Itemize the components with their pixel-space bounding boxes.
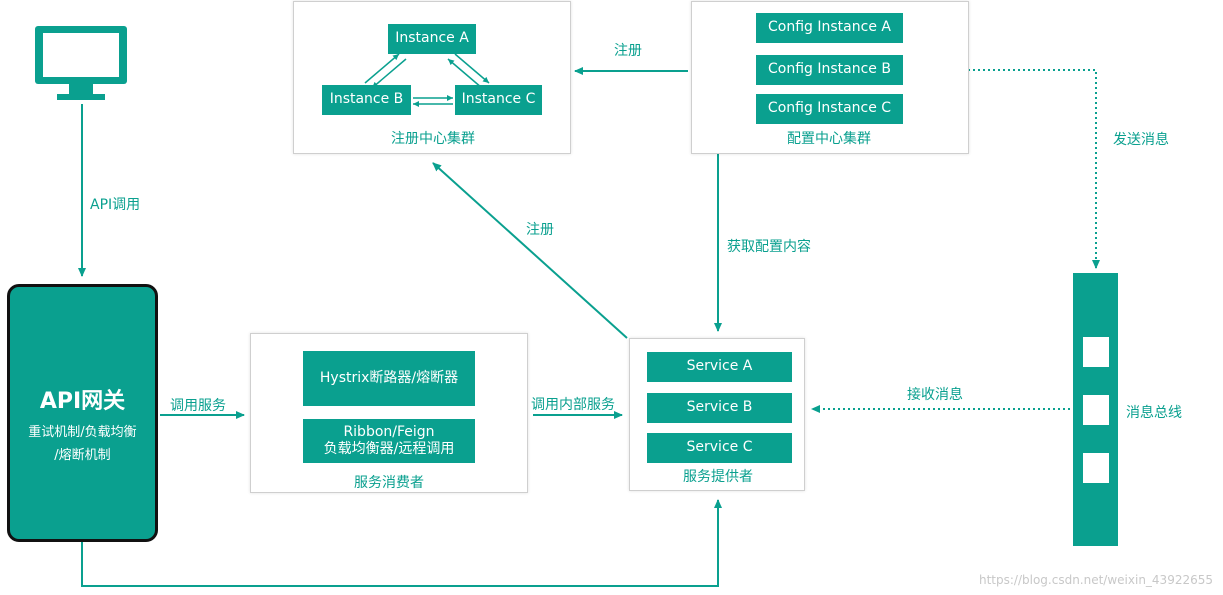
call-service-label: 调用服务 [170,398,226,414]
gateway-line2: /熔断机制 [54,448,111,463]
config-instance-b: Config Instance B [756,55,903,85]
provider-caption: 服务提供者 [683,469,753,485]
instance-b: Instance B [322,85,411,115]
provider-register-arrow [432,162,628,339]
instance-sync-arrows [364,53,490,107]
gateway-line1: 重试机制/负载均衡 [28,425,137,440]
gateway-provider-connector [81,499,722,587]
consumer-caption: 服务消费者 [354,475,424,491]
service-b: Service B [647,393,792,423]
api-call-label: API调用 [90,197,141,213]
watermark: https://blog.csdn.net/weixin_43922655 [978,573,1213,587]
api-gateway: API网关 重试机制/负载均衡 /熔断机制 [7,284,158,542]
config-instance-a: Config Instance A [756,13,903,43]
receive-message-label: 接收消息 [907,387,963,403]
get-config-label: 获取配置内容 [727,239,811,255]
config-caption: 配置中心集群 [787,131,871,147]
ribbon-feign-line2: 负载均衡器/远程调用 [323,441,455,457]
ribbon-feign-line1: Ribbon/Feign [343,423,435,440]
instance-a: Instance A [388,24,476,54]
send-message-label: 发送消息 [1113,132,1169,148]
config-register-label: 注册 [614,43,642,59]
bus-slot [1083,395,1109,425]
service-c: Service C [647,433,792,463]
bus-slot [1083,453,1109,483]
bus-slot [1083,337,1109,367]
bus-caption: 消息总线 [1126,405,1182,421]
service-a: Service A [647,352,792,382]
provider-register-label: 注册 [526,222,554,238]
instance-c: Instance C [455,85,542,115]
monitor-icon [35,26,127,100]
registry-caption: 注册中心集群 [391,131,475,147]
ribbon-feign-box: Ribbon/Feign 负载均衡器/远程调用 [303,419,475,463]
message-bus [1073,273,1118,546]
config-instance-c: Config Instance C [756,94,903,124]
call-internal-label: 调用内部服务 [531,397,615,413]
gateway-title: API网关 [39,389,126,414]
hystrix-box: Hystrix断路器/熔断器 [303,351,475,406]
send-message-arrow [903,69,1100,269]
